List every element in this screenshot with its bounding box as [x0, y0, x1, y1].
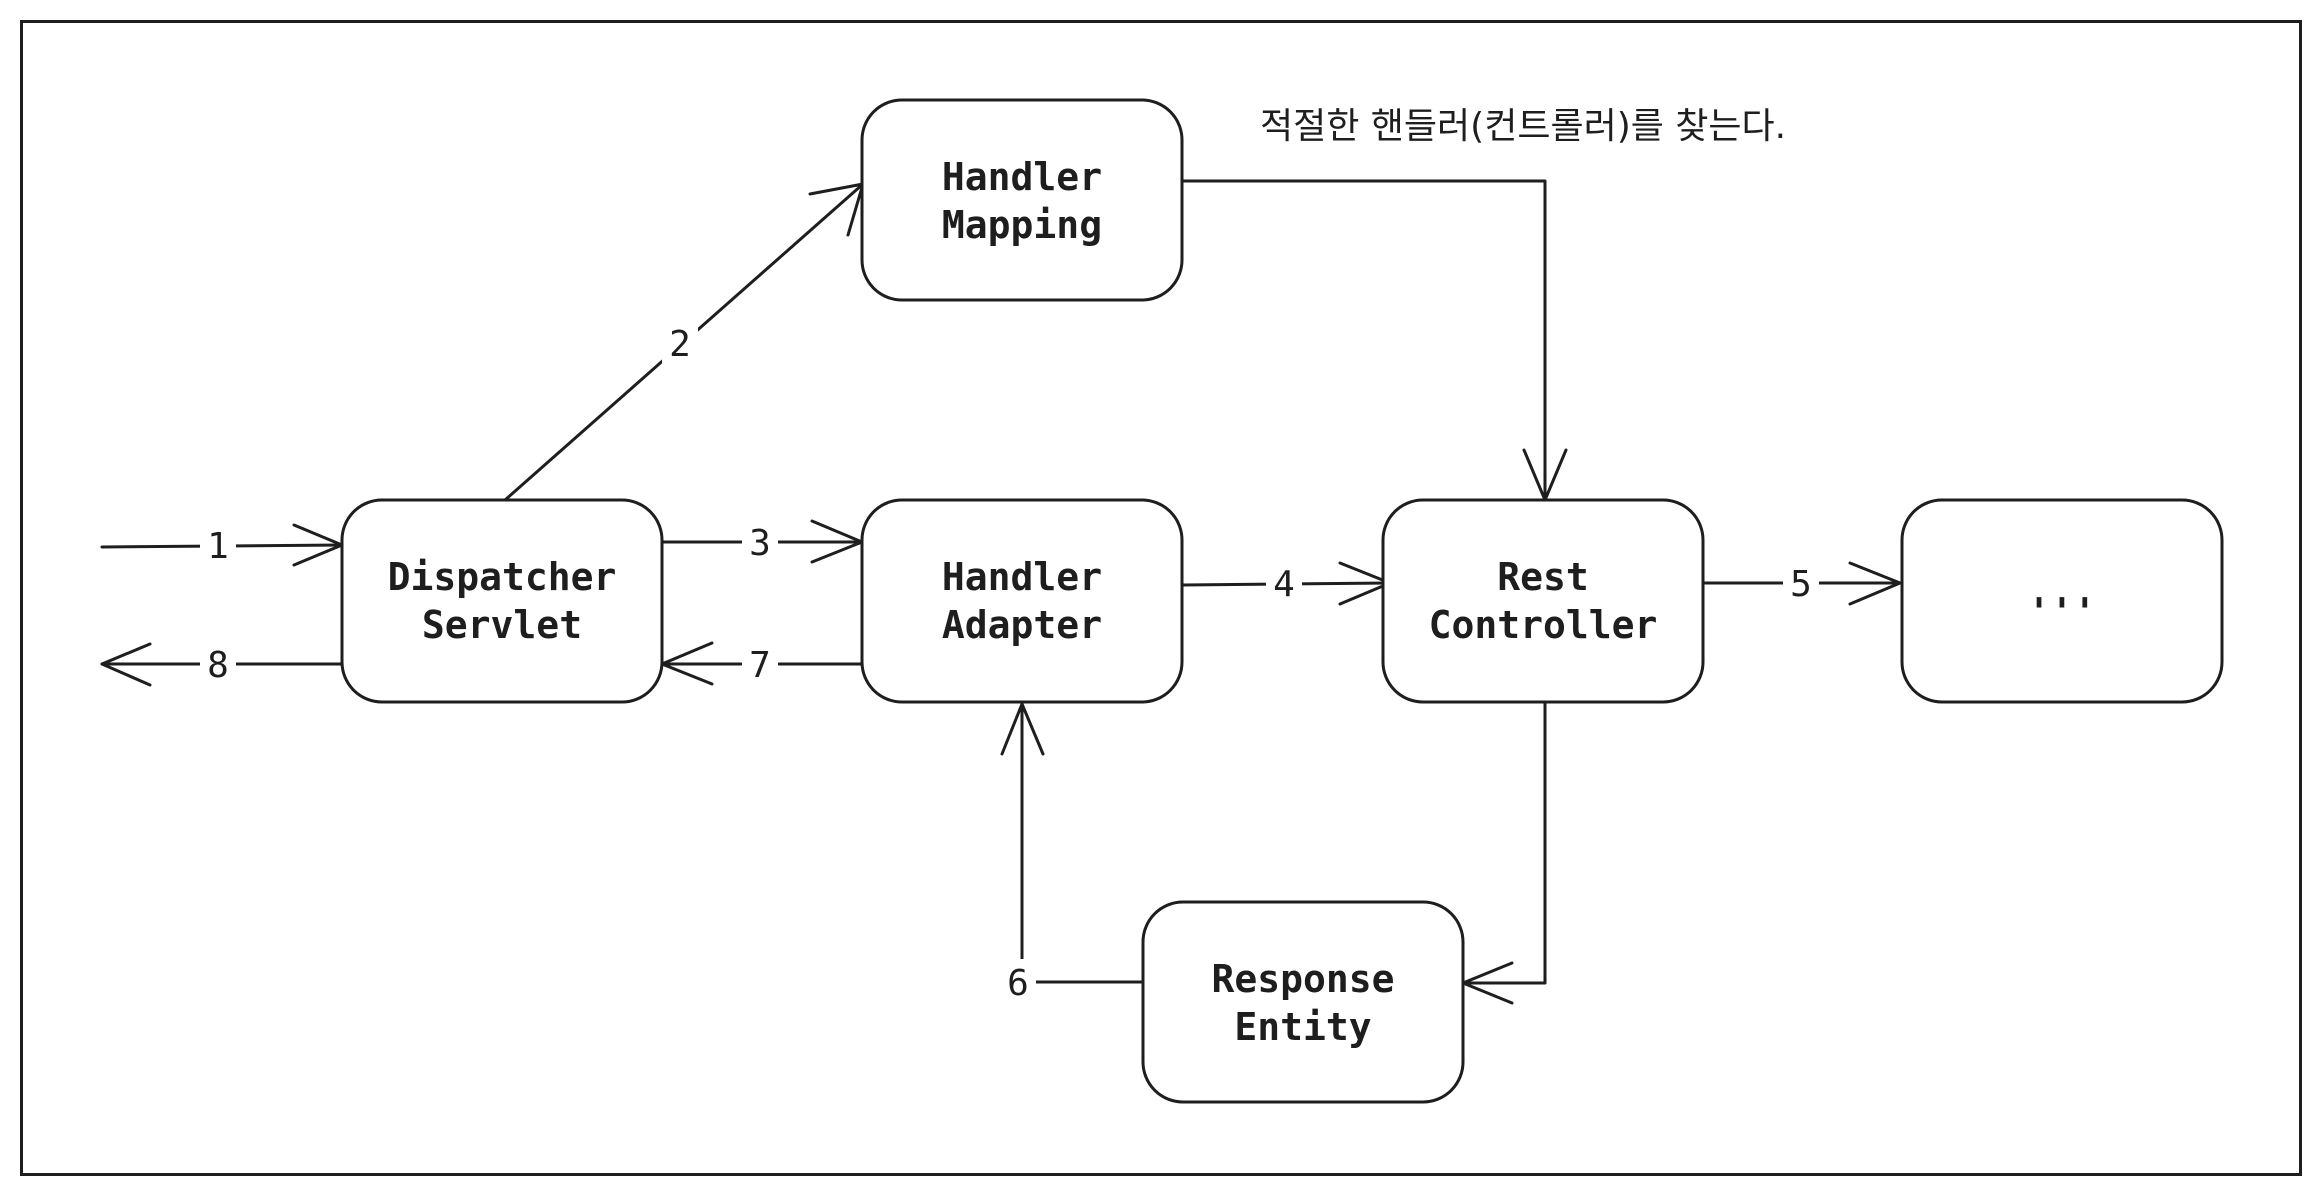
edge-mapping-to-controller [1181, 179, 1568, 502]
node-response-entity: Response Entity [1141, 900, 1465, 1104]
edge-4-to-rest-controller: 4 [1181, 560, 1392, 606]
edge-label-5: 5 [1790, 564, 1812, 605]
node-rest-controller: Rest Controller [1381, 498, 1705, 704]
node-ellipsis: ''' [1900, 498, 2224, 704]
edge-label-6: 6 [1007, 963, 1029, 1004]
node-label-line1: Dispatcher [388, 555, 617, 599]
edge-3-to-handler-adapter: 3 [660, 519, 864, 565]
annotation-note: 적절한 핸들러(컨트롤러)를 찾는다. [1260, 106, 1786, 147]
node-dispatcher-servlet: Dispatcher Servlet [340, 498, 664, 704]
node-handler-mapping: Handler Mapping [860, 98, 1184, 302]
node-label-line1: Response [1211, 957, 1394, 1001]
node-label-line2: Servlet [422, 603, 582, 647]
edge-controller-to-response [1461, 702, 1547, 1005]
node-label-line1: Handler [942, 155, 1102, 199]
edge-6-to-handler-adapter: 6 [1000, 702, 1145, 1005]
node-label-line2: Adapter [942, 603, 1102, 647]
edge-label-7: 7 [749, 645, 771, 686]
edge-1-request-in: 1 [100, 522, 344, 568]
node-label-line2: Entity [1234, 1005, 1371, 1049]
edge-2-to-handler-mapping: 2 [503, 182, 865, 502]
node-label-line2: Mapping [942, 203, 1102, 247]
edge-7-back-to-dispatcher: 7 [660, 641, 864, 687]
node-label-line2: Controller [1429, 603, 1658, 647]
edge-label-3: 3 [749, 523, 771, 564]
edge-8-response-out: 8 [100, 641, 344, 687]
edge-label-2: 2 [669, 324, 691, 365]
edge-label-1: 1 [207, 526, 229, 567]
edge-5-to-next: 5 [1701, 560, 1902, 606]
node-handler-adapter: Handler Adapter [860, 498, 1184, 704]
edge-label-8: 8 [207, 645, 229, 686]
node-label-line1: Handler [942, 555, 1102, 599]
edge-label-4: 4 [1273, 564, 1295, 605]
node-label-line1: Rest [1497, 555, 1589, 599]
node-label-line1: ''' [2028, 590, 2097, 634]
